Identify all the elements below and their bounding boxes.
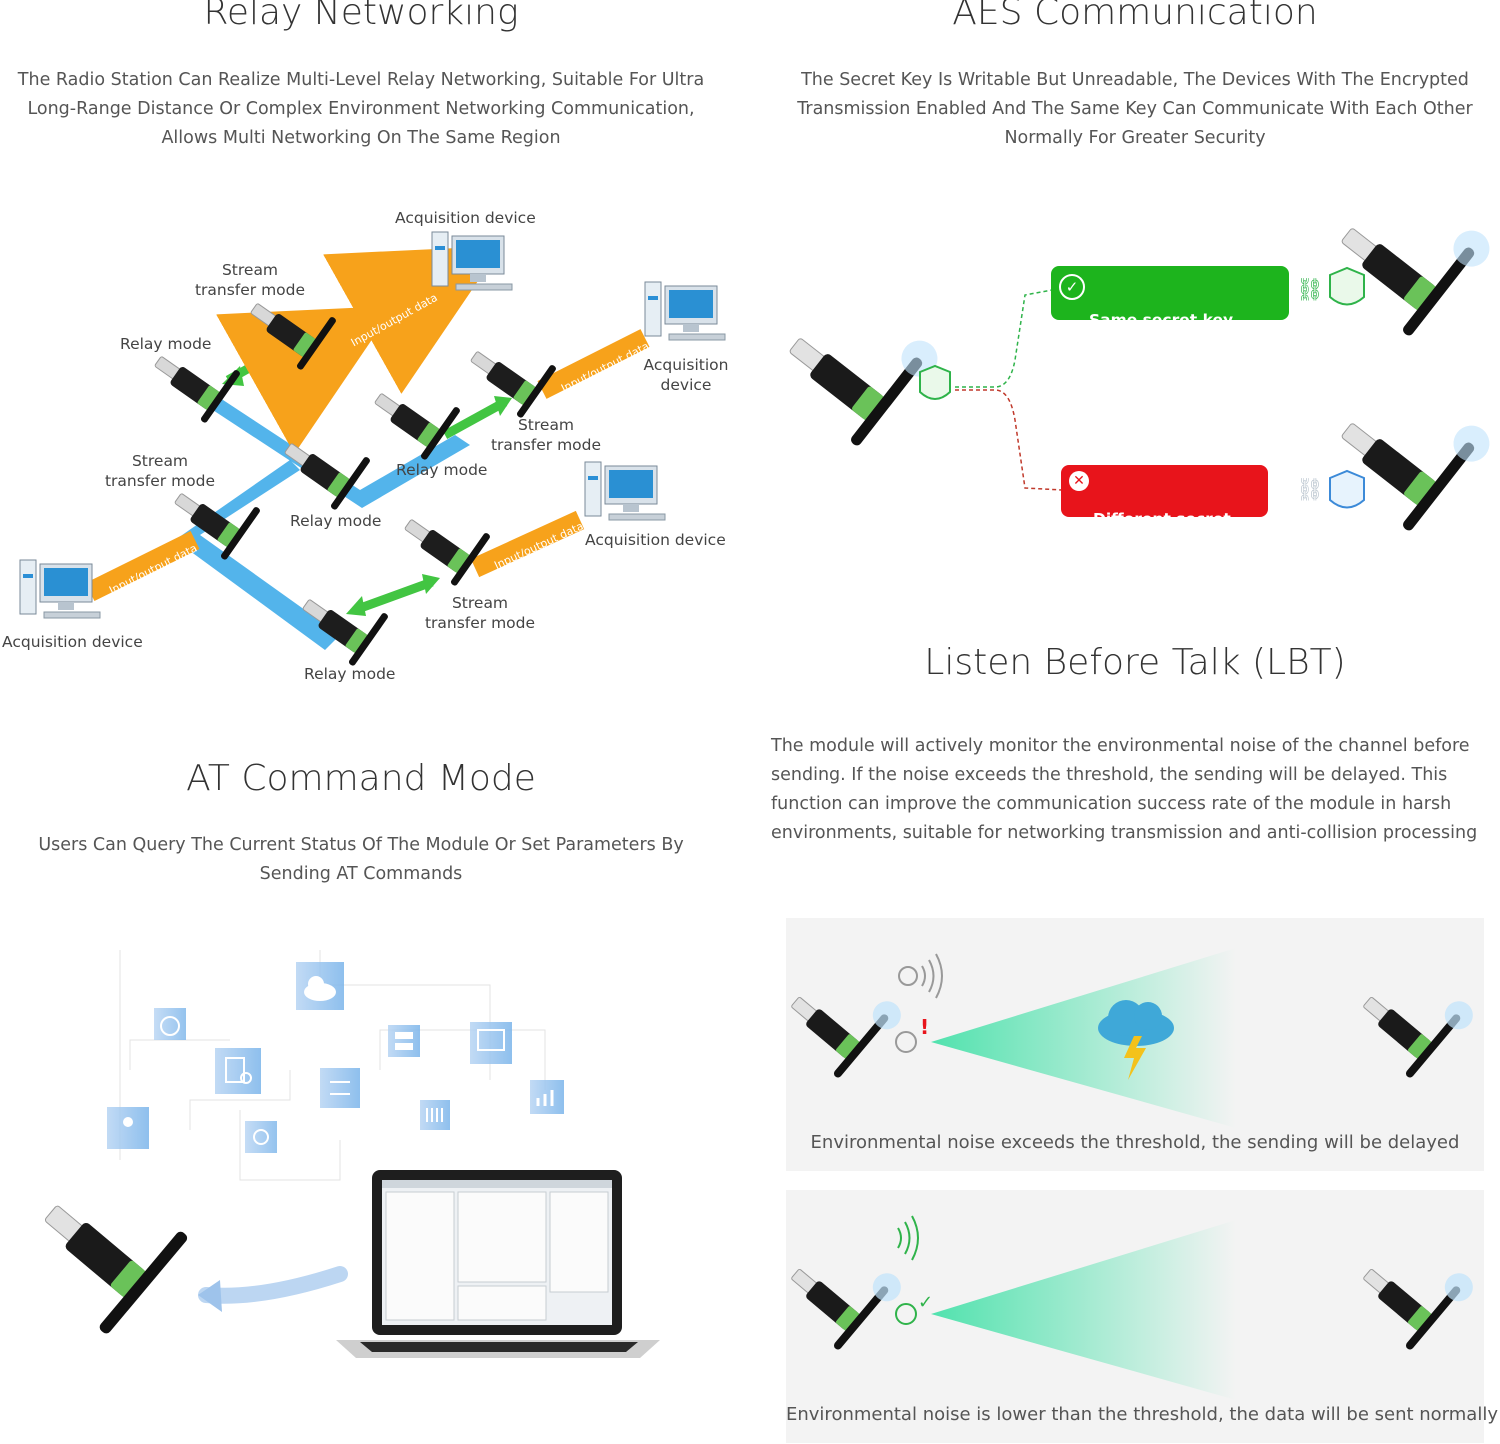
label-stream-mode: Stream transfer mode: [104, 452, 216, 490]
label-acquisition-device: Acquisition device: [2, 633, 143, 651]
label-relay-mode: Relay mode: [120, 335, 212, 353]
contacts-icon: [107, 1107, 149, 1149]
lbt-normal-panel: ✓ Environmental noise is lower than the …: [786, 1190, 1498, 1443]
radio-module-icon: [459, 324, 558, 420]
lbt-description: The module will actively monitor the env…: [771, 736, 1478, 843]
link-icon: ⛓: [1296, 278, 1324, 303]
search-doc-icon: [215, 1048, 261, 1094]
alert-icon: !: [920, 1015, 929, 1039]
radio-module-icon: [770, 278, 946, 456]
caption-delayed: Environmental noise exceeds the threshol…: [810, 1132, 1460, 1153]
shield-key-icon: [1329, 266, 1365, 306]
curved-arrow-icon: [198, 1266, 348, 1304]
at-command-illustration: [44, 950, 660, 1358]
label-relay-mode: Relay mode: [396, 461, 488, 479]
at-description: Users Can Query The Current Status Of Th…: [38, 835, 684, 884]
lbt-title: Listen Before Talk (LBT): [924, 642, 1346, 683]
listen-icon: [895, 1031, 917, 1053]
label-stream-mode: Stream transfer mode: [424, 594, 536, 632]
label-acquisition-device: Acquisition device: [643, 356, 729, 394]
radio-module-icon: [1346, 1225, 1480, 1359]
pc-icon: [431, 231, 513, 291]
relay-description: The Radio Station Can Realize Multi-Leve…: [17, 70, 705, 148]
pc-icon: [584, 461, 666, 521]
label-acquisition-device: Acquisition device: [395, 209, 536, 227]
server-icon: [388, 1025, 420, 1057]
same-key-badge: ✓ Same secret key, communication normall…: [1051, 266, 1289, 367]
radio-module-icon: [1320, 363, 1498, 541]
pc-icon: [19, 559, 101, 619]
monitor-chart-icon: [470, 1022, 512, 1064]
gauge-icon: [154, 1008, 186, 1040]
radio-module-icon: [393, 492, 492, 588]
check-icon: ✓: [918, 1292, 933, 1313]
transfer-icon: [320, 1068, 360, 1108]
label-relay-mode: Relay mode: [304, 665, 396, 683]
broken-link-icon: ⛓: [1296, 478, 1324, 503]
label-stream-mode: Stream transfer mode: [194, 261, 306, 299]
radio-module-icon: [44, 1205, 188, 1334]
close-icon: ✕: [1069, 471, 1089, 491]
at-title: AT Command Mode: [186, 758, 536, 799]
different-key-text: Different secret key, cannot communicate: [1093, 510, 1231, 585]
check-icon: ✓: [1059, 274, 1085, 300]
radio-module-icon: [786, 1225, 908, 1359]
relay-title: Relay Networking: [203, 0, 519, 33]
shield-key-icon: [1329, 469, 1365, 509]
cloud-icon: [296, 962, 344, 1010]
label-acquisition-device: Acquisition device: [585, 531, 726, 549]
storm-cloud-icon: [1098, 1000, 1174, 1080]
relay-network-diagram: Input/output data Input/output data Inpu…: [19, 231, 726, 668]
pc-icon: [644, 281, 726, 341]
aes-description: The Secret Key Is Writable But Unreadabl…: [797, 70, 1473, 148]
caption-normal: Environmental noise is lower than the th…: [786, 1404, 1498, 1425]
settings-icon: [245, 1121, 277, 1153]
lbt-delayed-panel: ! Environmental noise exceeds the thresh…: [786, 918, 1484, 1171]
clock-icon: [898, 966, 918, 986]
aes-title: AES Communication: [952, 0, 1318, 33]
shield-key-icon: [919, 364, 951, 400]
label-relay-mode: Relay mode: [290, 512, 382, 530]
different-key-badge: ✕ Different secret key, cannot communica…: [1061, 465, 1268, 585]
laptop-icon: [336, 1170, 660, 1358]
bar-chart-icon: [530, 1080, 564, 1114]
signal-icon: [921, 953, 943, 999]
piano-icon: [420, 1100, 450, 1130]
label-stream-mode: Stream transfer mode: [490, 416, 602, 454]
radio-module-icon: [786, 953, 908, 1087]
listen-icon: [895, 1303, 917, 1325]
aes-diagram: ⛓ ⛓: [770, 200, 1498, 541]
radio-module-icon: [1346, 953, 1480, 1087]
same-key-text: Same secret key, communication normally: [1089, 311, 1238, 367]
signal-icon: [897, 1215, 919, 1261]
